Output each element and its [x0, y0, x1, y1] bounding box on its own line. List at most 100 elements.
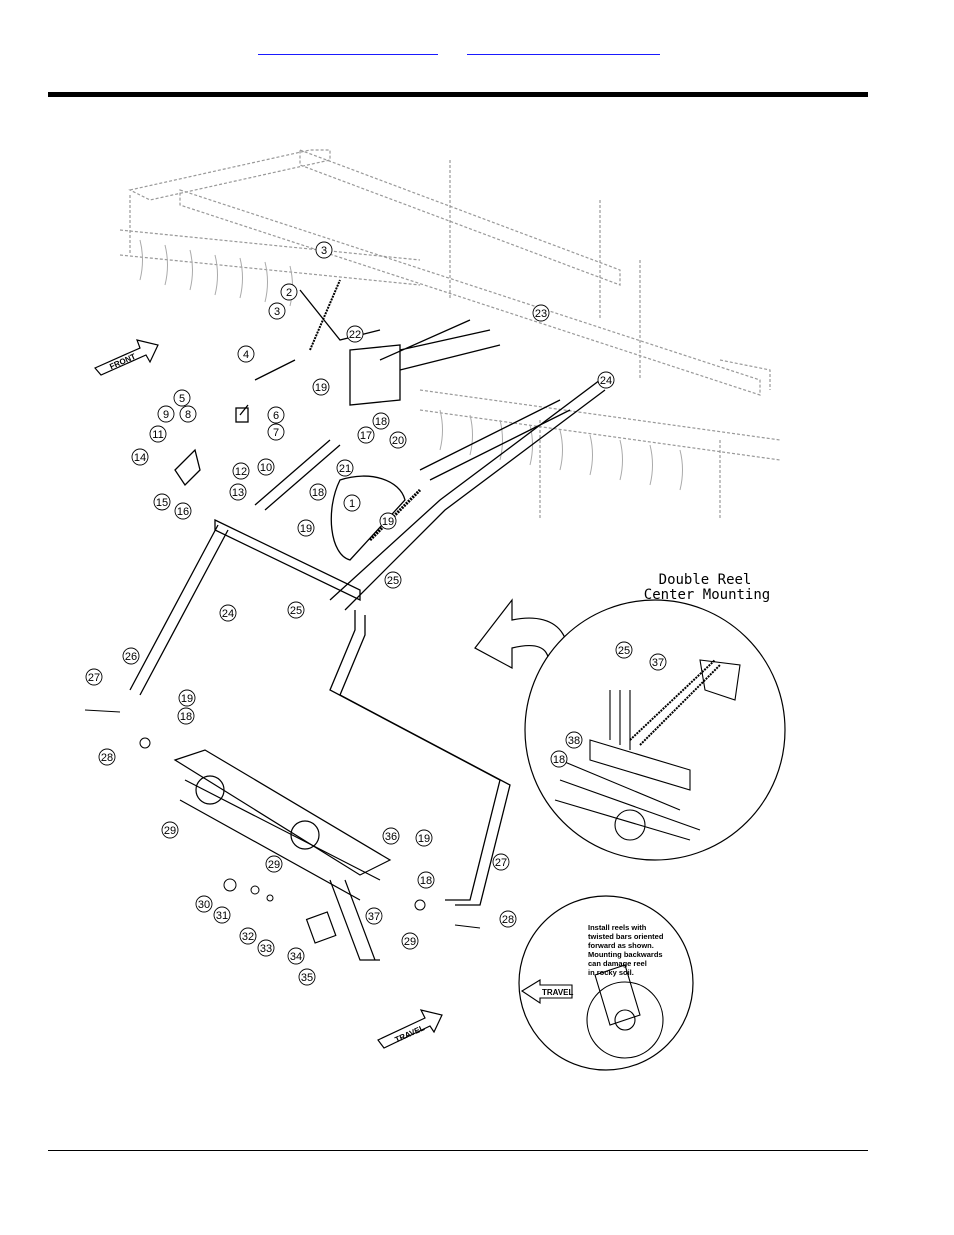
note-line-6: in rocky soil.: [588, 968, 634, 977]
callout-19: 19: [415, 829, 433, 847]
callout-label: 3: [321, 245, 327, 257]
callout-24: 24: [219, 604, 237, 622]
callout-11: 11: [149, 425, 167, 443]
callout-label: 24: [222, 608, 234, 620]
callout-label: 29: [404, 936, 416, 948]
callout-1: 1: [343, 494, 361, 512]
callout-label: 31: [216, 910, 228, 922]
callout-label: 11: [152, 429, 163, 441]
callout-label: 12: [235, 466, 247, 478]
callout-label: 18: [180, 711, 192, 723]
callout-8: 8: [179, 405, 197, 423]
callout-13: 13: [229, 483, 247, 501]
callout-label: 28: [502, 914, 514, 926]
callout-29: 29: [401, 932, 419, 950]
callout-label: 17: [360, 430, 372, 442]
callout-label: 30: [198, 899, 210, 911]
callout-label: 6: [273, 410, 279, 422]
front-arrow: FRONT: [94, 339, 159, 376]
callout-10: 10: [257, 458, 275, 476]
callout-28: 28: [499, 910, 517, 928]
callout-label: 13: [232, 487, 244, 499]
callout-label: 18: [553, 754, 565, 766]
callout-label: 19: [418, 833, 430, 845]
reel: [173, 749, 392, 961]
callout-label: 1: [349, 498, 355, 510]
parts-diagram-svg: FRONT TRAVEL Double Reel Center Mounting…: [84, 149, 786, 1071]
note-line-1: Install reels with: [588, 923, 647, 932]
callout-label: 25: [387, 575, 399, 587]
header-link-2[interactable]: [467, 40, 660, 55]
callout-label: 37: [368, 911, 380, 923]
callout-label: 18: [375, 416, 387, 428]
implement-frame: [119, 149, 781, 520]
callout-label: 27: [495, 857, 507, 869]
callout-label: 34: [290, 951, 302, 963]
callout-label: 29: [164, 825, 176, 837]
callout-label: 26: [125, 651, 137, 663]
callout-label: 10: [260, 462, 272, 474]
callout-label: 20: [392, 435, 404, 447]
callout-18: 18: [550, 750, 568, 768]
callout-label: 22: [349, 329, 361, 341]
callout-label: 18: [312, 487, 324, 499]
callout-label: 4: [243, 349, 249, 361]
callout-label: 8: [185, 409, 191, 421]
callout-label: 38: [568, 735, 580, 747]
callout-label: 2: [286, 287, 292, 299]
rod: [174, 359, 296, 487]
callout-18: 18: [417, 871, 435, 889]
callout-label: 19: [315, 382, 327, 394]
callout-4: 4: [237, 345, 255, 363]
callout-label: 5: [179, 393, 185, 405]
callout-38: 38: [565, 731, 583, 749]
note-line-4: Mounting backwards: [588, 950, 663, 959]
inset-double-reel: Double Reel Center Mounting: [524, 572, 786, 861]
callout-35: 35: [298, 968, 316, 986]
callout-label: 24: [600, 375, 612, 387]
callout-22: 22: [346, 325, 364, 343]
callout-33: 33: [257, 939, 275, 957]
callout-7: 7: [267, 423, 285, 441]
header-link-1[interactable]: [258, 40, 438, 55]
callout-26: 26: [122, 647, 140, 665]
callout-label: 7: [273, 427, 279, 439]
callout-label: 25: [290, 605, 302, 617]
hardware: [84, 709, 481, 929]
callout-29: 29: [161, 821, 179, 839]
callout-25: 25: [384, 571, 402, 589]
bottom-rule: [48, 1150, 868, 1151]
callout-24: 24: [597, 371, 615, 389]
callout-25: 25: [287, 601, 305, 619]
callout-15: 15: [153, 493, 171, 511]
top-rule: [48, 92, 868, 97]
note-line-5: can damage reel: [588, 959, 647, 968]
callout-label: 35: [301, 972, 313, 984]
callout-37: 37: [365, 907, 383, 925]
callout-20: 20: [389, 431, 407, 449]
callout-36: 36: [382, 827, 400, 845]
callout-27: 27: [85, 668, 103, 686]
callout-17: 17: [357, 426, 375, 444]
travel-arrow-inset-label: TRAVEL: [542, 988, 574, 997]
callout-label: 29: [268, 859, 280, 871]
callout-label: 33: [260, 943, 272, 955]
callout-21: 21: [336, 459, 354, 477]
callouts: 1233456789101112131415161718181818191919…: [85, 241, 667, 986]
callout-9: 9: [157, 405, 175, 423]
callout-18: 18: [372, 412, 390, 430]
callout-3: 3: [268, 302, 286, 320]
linkage: [129, 289, 606, 906]
parts-diagram: FRONT TRAVEL Double Reel Center Mounting…: [75, 135, 795, 1080]
callout-12: 12: [232, 462, 250, 480]
callout-label: 27: [88, 672, 100, 684]
spring: [309, 279, 341, 351]
callout-16: 16: [174, 502, 192, 520]
callout-19: 19: [379, 512, 397, 530]
callout-27: 27: [492, 853, 510, 871]
callout-label: 15: [156, 497, 168, 509]
callout-label: 19: [300, 523, 312, 535]
callout-label: 18: [420, 875, 432, 887]
callout-23: 23: [532, 304, 550, 322]
travel-arrow-main: TRAVEL: [377, 1009, 443, 1049]
